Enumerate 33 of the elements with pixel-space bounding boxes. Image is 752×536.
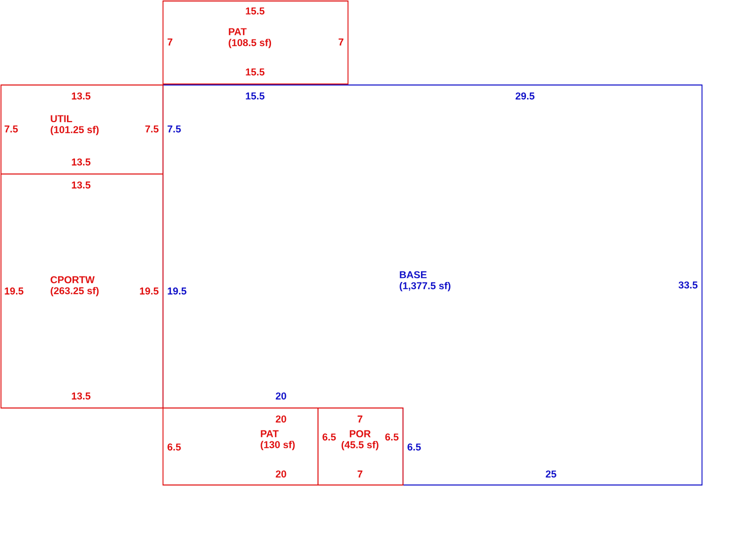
dimension-label: 7 <box>168 38 172 46</box>
dimension-label: 6.5 <box>168 443 181 451</box>
room-label: UTIL (101.25 sf) <box>50 115 99 136</box>
dimension-label: 19.5 <box>168 287 186 295</box>
room-label: POR (45.5 sf) <box>342 430 378 450</box>
dimension-label: 7.5 <box>4 126 18 132</box>
dimension-label: 15.5 <box>246 68 264 76</box>
dimension-label: 7 <box>358 470 362 478</box>
room-label: PAT (130 sf) <box>260 430 295 450</box>
dimension-label: 20 <box>276 470 286 478</box>
dimension-label: 13.5 <box>72 158 90 166</box>
dimension-label: 25 <box>546 470 556 478</box>
dimension-label: 15.5 <box>246 92 264 100</box>
room-label: PAT (108.5 sf) <box>228 28 272 48</box>
dimension-label: 6.5 <box>322 433 336 441</box>
dimension-label: 20 <box>276 392 286 400</box>
dimension-label: 33.5 <box>678 281 698 289</box>
dimension-label: 7 <box>338 38 344 46</box>
dimension-label: 7.5 <box>168 126 181 132</box>
dimension-label: 13.5 <box>72 92 90 100</box>
dimension-label: 6.5 <box>408 443 421 451</box>
dimension-label: 19.5 <box>140 287 159 295</box>
dimension-label: 15.5 <box>246 8 264 14</box>
dimension-label: 6.5 <box>385 433 399 441</box>
dimension-label: 29.5 <box>516 92 534 100</box>
dimension-label: 7 <box>358 416 362 422</box>
dimension-label: 19.5 <box>4 287 24 295</box>
dimension-label: 13.5 <box>72 181 90 189</box>
dimension-label: 20 <box>276 415 286 423</box>
dimension-label: 7.5 <box>145 126 159 132</box>
dimension-label: 13.5 <box>72 392 90 400</box>
room-label: CPORTW (263.25 sf) <box>50 276 99 296</box>
room-label: BASE (1,377.5 sf) <box>400 271 450 292</box>
